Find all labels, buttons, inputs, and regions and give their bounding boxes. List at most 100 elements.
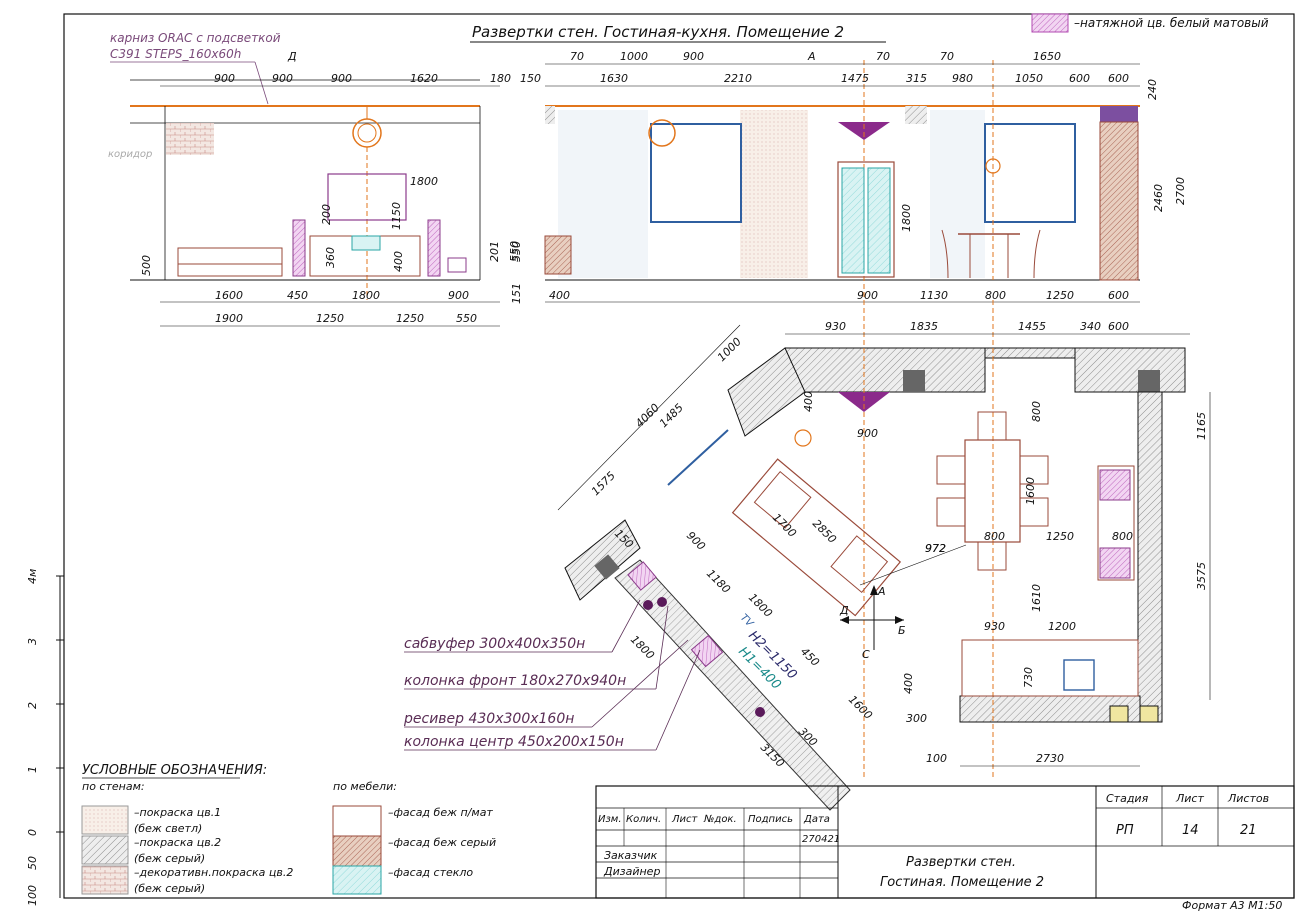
- plan-inner-dim-21: 2730: [1036, 752, 1064, 765]
- e1-top-dim-4: 1620: [410, 72, 438, 85]
- corridor-label: коридор: [108, 149, 152, 160]
- plan-inner-dim-4: 1600: [1024, 477, 1037, 505]
- ceiling-legend-swatch: [1031, 13, 1069, 33]
- stamp-header-qty: Колич.: [626, 814, 661, 825]
- e2-top-dim-3: 900: [683, 50, 704, 63]
- e2-bottom-dim-5: 1250: [1046, 289, 1074, 302]
- plan-dim-972: 972: [925, 542, 946, 555]
- e1-inner-dim-7: 550: [508, 241, 521, 262]
- stamp-sheet-number: 14: [1182, 823, 1199, 838]
- e2-bottom-dim-2: 900: [857, 289, 878, 302]
- e2-top2-dim-3: 2210: [724, 72, 752, 85]
- plan-diag-dim-2: 1485: [657, 401, 686, 430]
- e1-side-dim-1: 500: [140, 255, 153, 276]
- plan-diag-dim-7: 1600: [846, 693, 875, 722]
- e2-top-dim-5: 70: [940, 50, 954, 63]
- e2-bottom-dim-3: 1130: [920, 289, 948, 302]
- e1-bottom-dim-2: 450: [287, 289, 308, 302]
- e1-bottom2-dim-3: 1250: [396, 312, 424, 325]
- stamp-sheets-total: 21: [1240, 823, 1257, 838]
- legend-furniture-header: по мебели:: [333, 780, 397, 793]
- e1-inner-dim-5: 400: [392, 251, 405, 272]
- legend-walls-header: по стенам:: [82, 780, 145, 793]
- scale-tick-0: 0: [26, 829, 39, 836]
- view-letter-a-top: А: [807, 50, 816, 63]
- e2-top-dim-6: 1650: [1033, 50, 1061, 63]
- legend-wall-2-sub: (беж серый): [134, 852, 205, 865]
- section-letter-c: С: [862, 648, 870, 661]
- tv-label: TV: [738, 612, 756, 630]
- elevation-1: коридор 900 900 900 1620 180 1800 1150 2…: [108, 72, 521, 327]
- plan-inner-dim-11: 1180: [704, 567, 733, 596]
- e1-inner-dim-3: 200: [320, 204, 333, 225]
- stamp-header-date: Дата: [803, 814, 830, 825]
- stamp-designer: Дизайнер: [603, 865, 660, 878]
- plan-inner-dim-14: 1610: [1030, 584, 1043, 612]
- equipment-center-speaker: колонка центр 450x200x150н: [404, 734, 624, 750]
- e2-top2-dim-2: 1630: [600, 72, 628, 85]
- e1-bottom-dim-4: 900: [448, 289, 469, 302]
- e1-top-dim-3: 900: [331, 72, 352, 85]
- legend-furniture-3: –фасад стекло: [388, 866, 473, 879]
- e2-top2-dim-1: 150: [520, 72, 541, 85]
- plan-inner-dim-1: 400: [802, 391, 815, 412]
- equipment-callouts: сабвуфер 300x400x350н колонка фронт 180x…: [403, 599, 701, 751]
- e1-bottom2-dim-4: 550: [456, 312, 477, 325]
- e2-top2-dim-7: 1050: [1015, 72, 1043, 85]
- legend-title: УСЛОВНЫЕ ОБОЗНАЧЕНИЯ:: [82, 763, 267, 778]
- legend: УСЛОВНЫЕ ОБОЗНАЧЕНИЯ: по стенам: –покрас…: [81, 763, 496, 895]
- plan-inner-dim-2: 900: [857, 427, 878, 440]
- cornice-note-line2: C391 STEPS_160x60h: [110, 47, 241, 61]
- cornice-note-line1: карниз ORAC с подсветкой: [110, 31, 281, 45]
- e2-side-dim-3: 2700: [1174, 177, 1187, 205]
- equipment-subwoofer: сабвуфер 300x400x350н: [404, 636, 585, 652]
- e2-top-dim-1: 70: [570, 50, 584, 63]
- stamp-sheets-label: Листов: [1227, 792, 1269, 805]
- plan-diag-dim-5: 1800: [628, 633, 657, 662]
- plan-inner-dim-16: 930: [984, 620, 1005, 633]
- legend-wall-1-sub: (беж светл): [134, 822, 202, 835]
- scale-tick-3: 3: [26, 638, 39, 645]
- page-title: Развертки стен. Гостиная-кухня. Помещени…: [472, 23, 844, 41]
- stamp-header-sign: Подпись: [748, 814, 793, 825]
- stamp-sheet-label: Лист: [1175, 792, 1204, 805]
- plan-top-dim-5: 600: [1108, 320, 1129, 333]
- plan-inner-dim-22: 800: [1112, 530, 1133, 543]
- stamp-header-doc: №док.: [703, 814, 737, 825]
- legend-furniture-2: –фасад беж серый: [388, 836, 496, 849]
- plan-inner-dim-8: 1700: [770, 511, 799, 540]
- scale-bar: 4м 3 2 1 0 50 100: [26, 569, 64, 906]
- plan-top-dim-4: 340: [1080, 320, 1101, 333]
- equipment-front-speaker: колонка фронт 180x270x940н: [404, 673, 626, 689]
- scale-tick-50: 50: [26, 856, 39, 870]
- e2-top2-dim-8: 600: [1069, 72, 1090, 85]
- e2-side-dim-6: 151: [510, 283, 523, 304]
- plan-inner-dim-7: 800: [984, 530, 1005, 543]
- format-label: Формат А3 М1:50: [1182, 899, 1282, 912]
- e1-inner-dim-1: 1800: [410, 175, 438, 188]
- scale-tick-100: 100: [26, 885, 39, 906]
- elevation-2: 70 1000 900 70 70 1650 150 1630 2210 147…: [510, 50, 1187, 304]
- e1-bottom2-dim-2: 1250: [316, 312, 344, 325]
- e1-inner-dim-6: 201: [488, 241, 501, 262]
- equipment-receiver: ресивер 430x300x160н: [403, 711, 574, 727]
- plan-inner-dim-20: 100: [926, 752, 947, 765]
- legend-wall-3-sub: (беж серый): [134, 882, 205, 895]
- e2-bottom-dim-6: 600: [1108, 289, 1129, 302]
- e2-bottom-dim-1: 400: [549, 289, 570, 302]
- plan-inner-dim-10: 900: [684, 529, 708, 553]
- section-letter-a: А: [877, 585, 886, 598]
- e2-top-dim-4: 70: [876, 50, 890, 63]
- stamp-sheet-title-2: Гостиная. Помещение 2: [880, 875, 1044, 890]
- plan-inner-dim-19: 300: [906, 712, 927, 725]
- e1-inner-dim-4: 360: [324, 247, 337, 268]
- scale-tick-1: 1: [26, 766, 39, 773]
- plan-diag-dim-3: 1000: [715, 335, 744, 364]
- plan-top-dim-3: 1455: [1018, 320, 1046, 333]
- e1-top-dim-5: 180: [490, 72, 511, 85]
- legend-wall-2: –покраска цв.2: [134, 836, 221, 849]
- stamp-date: 270421: [802, 834, 840, 845]
- plan-diag-dim-4: 1575: [589, 469, 618, 498]
- floor-plan: А Б С Д 930 1835 1455 340 600 1165 3575 …: [557, 300, 1211, 811]
